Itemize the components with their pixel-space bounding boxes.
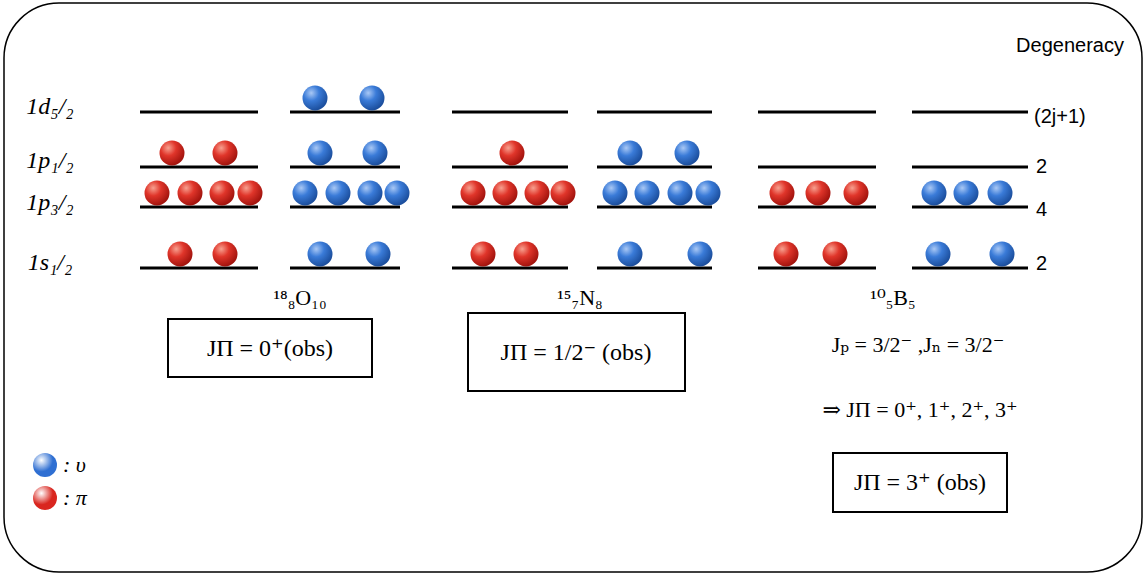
- level-line: [597, 111, 712, 114]
- proton-ball: [238, 181, 263, 206]
- level-line: [290, 111, 400, 114]
- legend-text: : υ: [63, 452, 86, 478]
- proton-ball: [168, 242, 193, 267]
- proton-ball: [178, 181, 203, 206]
- proton-ball: [213, 141, 238, 166]
- degeneracy-value: 2: [1036, 154, 1047, 178]
- legend-swatch: [33, 453, 57, 477]
- level-line: [758, 267, 876, 270]
- proton-ball: [493, 181, 518, 206]
- proton-ball: [770, 181, 795, 206]
- proton-ball: [145, 181, 170, 206]
- level-line: [290, 166, 400, 169]
- neutron-ball: [618, 242, 643, 267]
- neutron-ball: [385, 181, 410, 206]
- proton-ball: [210, 181, 235, 206]
- neutron-ball: [635, 181, 660, 206]
- spin-parity-text: JΠ = 3⁺ (obs): [854, 468, 986, 496]
- level-line: [140, 267, 258, 270]
- neutron-ball: [696, 181, 721, 206]
- neutron-ball: [308, 141, 333, 166]
- neutron-ball: [988, 181, 1013, 206]
- neutron-ball: [366, 242, 391, 267]
- legend-swatch: [33, 486, 57, 510]
- neutron-ball: [990, 242, 1015, 267]
- result-box: JΠ = 3⁺ (obs): [832, 452, 1008, 513]
- level-line: [452, 267, 568, 270]
- degeneracy-value: 4: [1036, 197, 1047, 221]
- neutron-ball: [326, 181, 351, 206]
- level-line: [912, 267, 1028, 270]
- level-line: [140, 206, 258, 209]
- proton-ball: [500, 141, 525, 166]
- proton-ball: [160, 141, 185, 166]
- level-line: [912, 166, 1028, 169]
- outer-frame: [4, 3, 1142, 572]
- proton-ball: [461, 181, 486, 206]
- neutron-ball: [688, 242, 713, 267]
- proton-ball: [823, 242, 848, 267]
- neutron-ball: [358, 181, 383, 206]
- spin-parity-text: JΠ = 1/2⁻ (obs): [501, 338, 652, 366]
- level-line: [758, 166, 876, 169]
- legend-text: : π: [63, 485, 87, 511]
- neutron-ball: [618, 141, 643, 166]
- level-line: [597, 267, 712, 270]
- level-line: [452, 111, 568, 114]
- proton-ball: [514, 242, 539, 267]
- spin-note: ⇒ JΠ = 0⁺, 1⁺, 2⁺, 3⁺: [822, 397, 1017, 423]
- spin-note: Jₚ = 3/2⁻ ,Jₙ = 3/2⁻: [832, 332, 1005, 358]
- proton-ball: [525, 181, 550, 206]
- neutron-ball: [360, 86, 385, 111]
- level-line: [290, 267, 400, 270]
- proton-ball: [471, 242, 496, 267]
- orbital-label: 1p₁/₂: [26, 146, 73, 175]
- level-line: [758, 111, 876, 114]
- level-line: [758, 206, 876, 209]
- level-line: [597, 206, 712, 209]
- neutron-ball: [668, 181, 693, 206]
- nucleon-group: [145, 86, 1015, 267]
- nucleus-label: ¹⁵₇N₈: [557, 285, 603, 311]
- neutron-ball: [954, 181, 979, 206]
- level-line: [597, 166, 712, 169]
- neutron-ball: [293, 181, 318, 206]
- level-line: [290, 206, 400, 209]
- orbital-label: 1d₅/₂: [26, 92, 73, 121]
- proton-ball: [844, 181, 869, 206]
- neutron-ball: [308, 242, 333, 267]
- degeneracy-formula: (2j+1): [1034, 104, 1086, 128]
- neutron-ball: [603, 181, 628, 206]
- neutron-ball: [926, 242, 951, 267]
- level-group: [140, 112, 1028, 268]
- level-line: [140, 166, 258, 169]
- level-line: [912, 111, 1028, 114]
- proton-ball: [213, 242, 238, 267]
- legend-entry: : π: [33, 485, 87, 511]
- result-box: JΠ = 0⁺(obs): [167, 318, 373, 378]
- neutron-ball: [303, 86, 328, 111]
- nucleus-label: ¹⁰₅B₅: [870, 285, 915, 311]
- proton-ball: [806, 181, 831, 206]
- result-box: JΠ = 1/2⁻ (obs): [467, 312, 686, 392]
- column-heading: Degeneracy: [1016, 33, 1124, 57]
- level-line: [912, 206, 1028, 209]
- degeneracy-value: 2: [1036, 251, 1047, 275]
- spin-parity-text: JΠ = 0⁺(obs): [207, 334, 333, 362]
- level-line: [452, 206, 568, 209]
- orbital-label: 1s₁/₂: [28, 248, 73, 277]
- proton-ball: [774, 242, 799, 267]
- neutron-ball: [675, 141, 700, 166]
- legend-entry: : υ: [33, 452, 86, 478]
- neutron-ball: [922, 181, 947, 206]
- neutron-ball: [363, 141, 388, 166]
- nucleus-label: ¹⁸₈O₁₀: [273, 285, 326, 311]
- level-line: [452, 166, 568, 169]
- orbital-label: 1p₃/₂: [26, 188, 73, 217]
- proton-ball: [551, 181, 576, 206]
- level-line: [140, 111, 258, 114]
